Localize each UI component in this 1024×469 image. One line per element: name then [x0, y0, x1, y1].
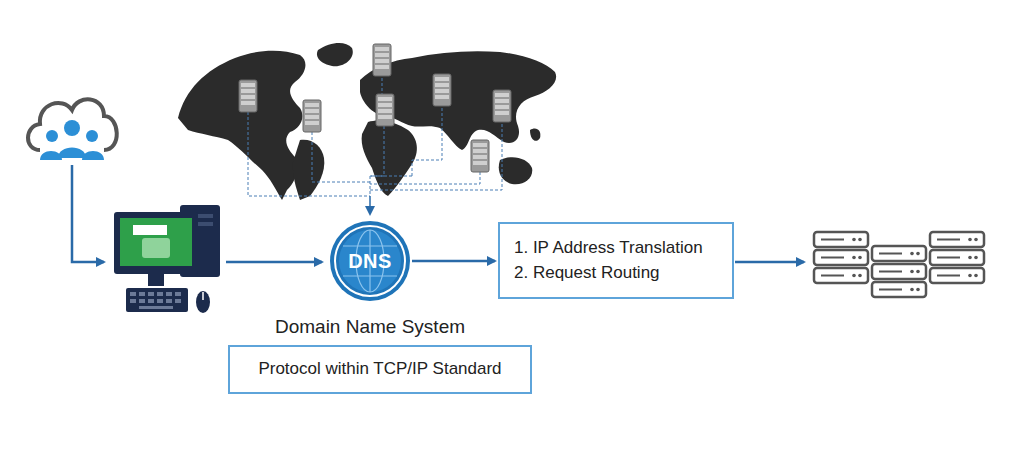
- flow-arrow: [226, 261, 322, 264]
- computer-icon: [114, 205, 220, 313]
- server-rack-icon: [814, 232, 984, 297]
- box-text: 2. Request Routing: [514, 261, 718, 286]
- flow-arrow: [735, 261, 804, 264]
- box-text: 1. IP Address Translation: [514, 236, 718, 261]
- text-box: Protocol within TCP/IP Standard: [228, 345, 532, 394]
- dns-node: DNS Domain Name System: [256, 220, 484, 338]
- box-text: Protocol within TCP/IP Standard: [242, 357, 518, 382]
- cloud-users-icon: [28, 99, 117, 160]
- dns-circle: DNS: [329, 220, 411, 302]
- dns-label: DNS: [329, 220, 411, 302]
- server-link: [248, 78, 502, 196]
- node-heading: Domain Name System: [256, 316, 484, 338]
- server-link: [369, 196, 371, 214]
- flow-arrow: [412, 260, 495, 263]
- flow-arrow: [72, 165, 104, 262]
- text-box: 1. IP Address Translation2. Request Rout…: [498, 222, 734, 299]
- world-map: [178, 43, 556, 200]
